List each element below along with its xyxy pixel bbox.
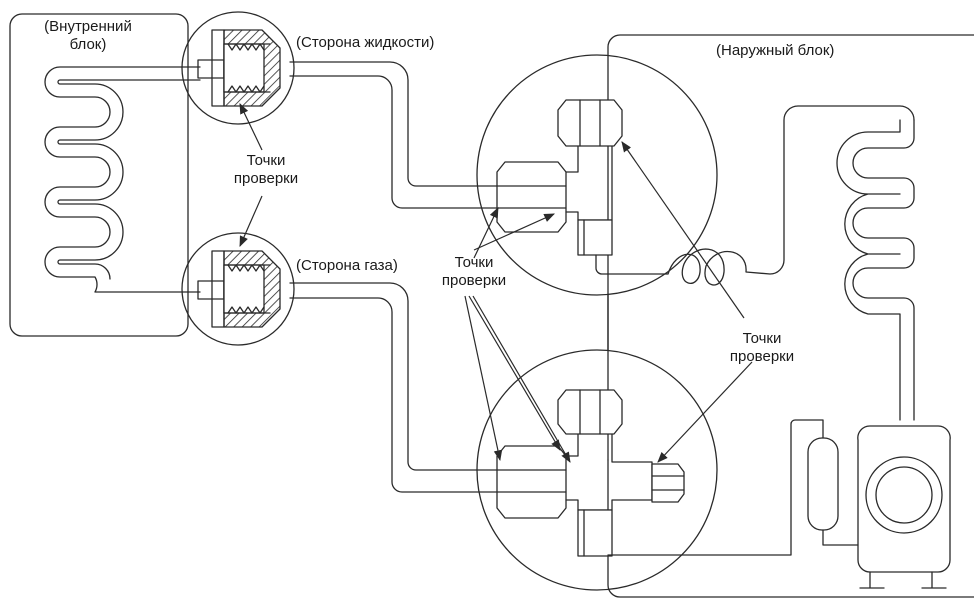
gas-valve-detail bbox=[476, 349, 718, 591]
liquid-flare-detail bbox=[181, 11, 295, 125]
liquid-flare-fitting bbox=[197, 29, 281, 107]
liquid-side-label: (Сторона жидкости) bbox=[296, 34, 435, 51]
gas-pipe bbox=[289, 282, 506, 471]
gas-flare-detail bbox=[181, 232, 295, 346]
check-points-label-liquid-valve: Точки проверки bbox=[441, 254, 507, 289]
accumulator bbox=[807, 437, 839, 531]
gas-service-valve bbox=[496, 389, 685, 557]
outdoor-unit-boundary bbox=[607, 34, 974, 461]
outdoor-coil bbox=[852, 119, 915, 421]
compressor bbox=[857, 425, 951, 589]
liquid-pipe bbox=[289, 61, 506, 187]
gas-side-label: (Сторона газа) bbox=[296, 257, 398, 274]
indoor-unit-label: (Внутренний блок) bbox=[44, 18, 132, 53]
indoor-coil bbox=[44, 66, 201, 293]
capillary-coil bbox=[595, 105, 915, 286]
gas-flare-fitting bbox=[197, 250, 281, 328]
check-points-label-outdoor: Точки проверки bbox=[729, 330, 795, 365]
indicator-arrows bbox=[239, 103, 753, 463]
outdoor-unit-label: (Наружный блок) bbox=[716, 42, 835, 59]
liquid-valve-detail bbox=[476, 54, 718, 296]
check-points-label-indoor: Точки проверки bbox=[233, 152, 299, 187]
indoor-unit-boundary bbox=[9, 13, 189, 337]
